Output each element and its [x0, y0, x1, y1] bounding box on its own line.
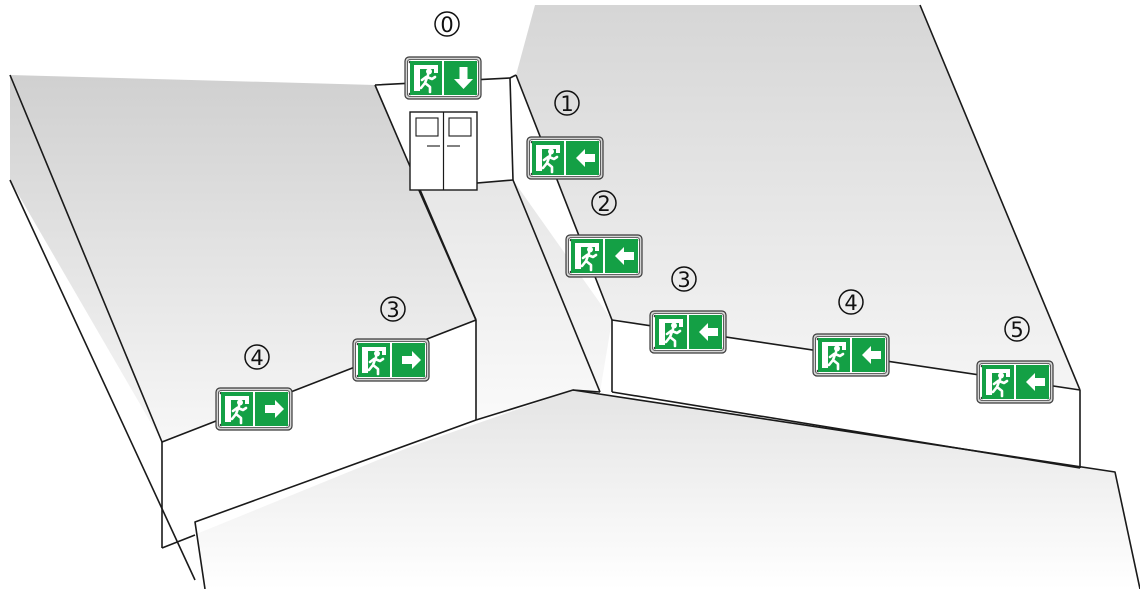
exit-double-door	[409, 111, 478, 191]
arrow-right-icon	[255, 392, 288, 426]
sign-number: 2	[597, 192, 610, 216]
arrow-left-icon	[605, 239, 638, 273]
exit-sign	[526, 136, 604, 180]
exit-sign	[812, 333, 890, 377]
exit-sign	[352, 338, 430, 382]
arrow-left-icon	[852, 338, 885, 372]
sign-number: 4	[250, 346, 263, 370]
arrow-left-icon	[566, 141, 599, 175]
sign-number: 3	[677, 268, 690, 292]
foreground-ceiling	[195, 390, 1140, 589]
running-man-icon	[532, 141, 564, 175]
number-circle	[244, 344, 270, 370]
number-circle	[671, 266, 697, 292]
running-man-icon	[410, 61, 442, 95]
number-circle	[380, 296, 406, 322]
sign-number: 5	[1010, 318, 1023, 342]
sign-number: 4	[844, 291, 857, 315]
right-ceiling	[516, 5, 1080, 390]
exit-sign	[215, 387, 293, 431]
sign-number: 3	[386, 298, 399, 322]
exit-sign	[976, 360, 1054, 404]
number-circle	[838, 289, 864, 315]
arrow-down-icon	[444, 61, 477, 95]
right-wall	[612, 320, 1080, 468]
running-man-icon	[655, 315, 687, 349]
running-man-icon	[221, 392, 253, 426]
number-circle	[554, 90, 580, 116]
sign-number-label: 0	[434, 11, 460, 37]
running-man-icon	[818, 338, 850, 372]
number-circle	[434, 11, 460, 37]
running-man-icon	[982, 365, 1014, 399]
exit-signs: 0 1 2 3 4 5 3 4	[215, 11, 1054, 431]
number-circle	[591, 190, 617, 216]
running-man-icon	[358, 343, 390, 377]
sign-number-label: 1	[554, 90, 580, 116]
running-man-icon	[571, 239, 603, 273]
sign-number: 0	[440, 13, 453, 37]
sign-number: 1	[560, 92, 573, 116]
sign-number-label: 4	[838, 289, 864, 315]
sign-number-label: 4	[244, 344, 270, 370]
center-corridor-ceiling	[418, 180, 612, 420]
arrow-left-icon	[1016, 365, 1049, 399]
arrow-left-icon	[689, 315, 722, 349]
exit-sign	[565, 234, 643, 278]
sign-number-label: 3	[671, 266, 697, 292]
exit-sign	[404, 56, 482, 100]
number-circle	[1004, 316, 1030, 342]
sign-number-label: 3	[380, 296, 406, 322]
exit-sign	[649, 310, 727, 354]
sign-number-label: 2	[591, 190, 617, 216]
sign-number-label: 5	[1004, 316, 1030, 342]
arrow-right-icon	[392, 343, 425, 377]
